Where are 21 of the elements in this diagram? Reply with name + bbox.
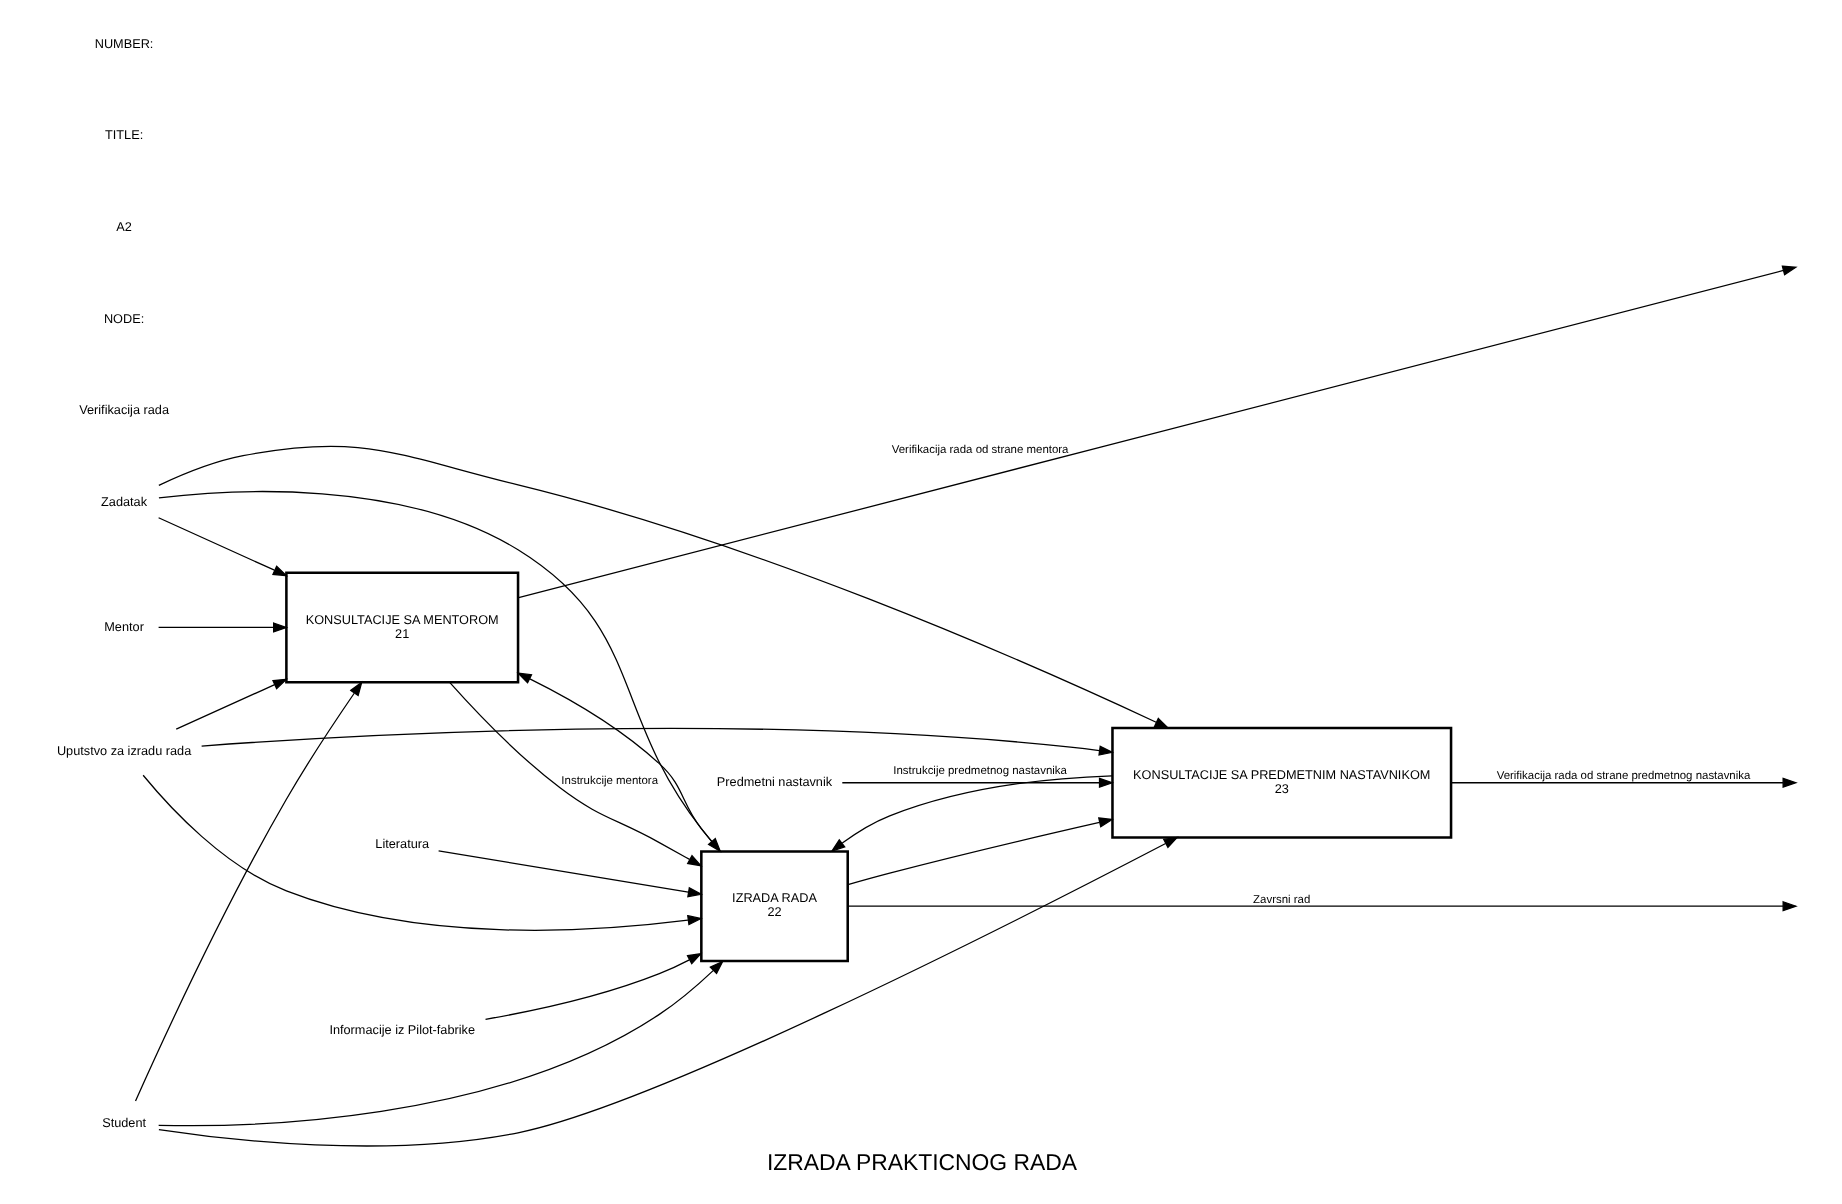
arrow	[174, 678, 288, 730]
arrow	[448, 681, 702, 867]
arrow	[1449, 777, 1797, 789]
arrow	[141, 774, 702, 931]
arrow	[483, 952, 702, 1020]
diagram-title: IZRADA PRAKTICNOG RADA	[765, 1152, 1077, 1177]
arrow	[515, 672, 720, 852]
arrow	[517, 265, 1797, 599]
arrow	[156, 622, 288, 633]
arrow	[840, 777, 1114, 789]
arrow	[133, 680, 362, 1102]
arrow	[157, 445, 1169, 729]
arrow	[846, 900, 1797, 912]
arrow	[829, 775, 1112, 853]
arrow	[157, 960, 723, 1127]
arrow	[846, 817, 1114, 886]
arrow	[200, 727, 1114, 756]
arrow	[156, 517, 288, 577]
arrow	[436, 850, 703, 898]
arrow	[157, 490, 721, 853]
arrow	[157, 836, 1178, 1147]
